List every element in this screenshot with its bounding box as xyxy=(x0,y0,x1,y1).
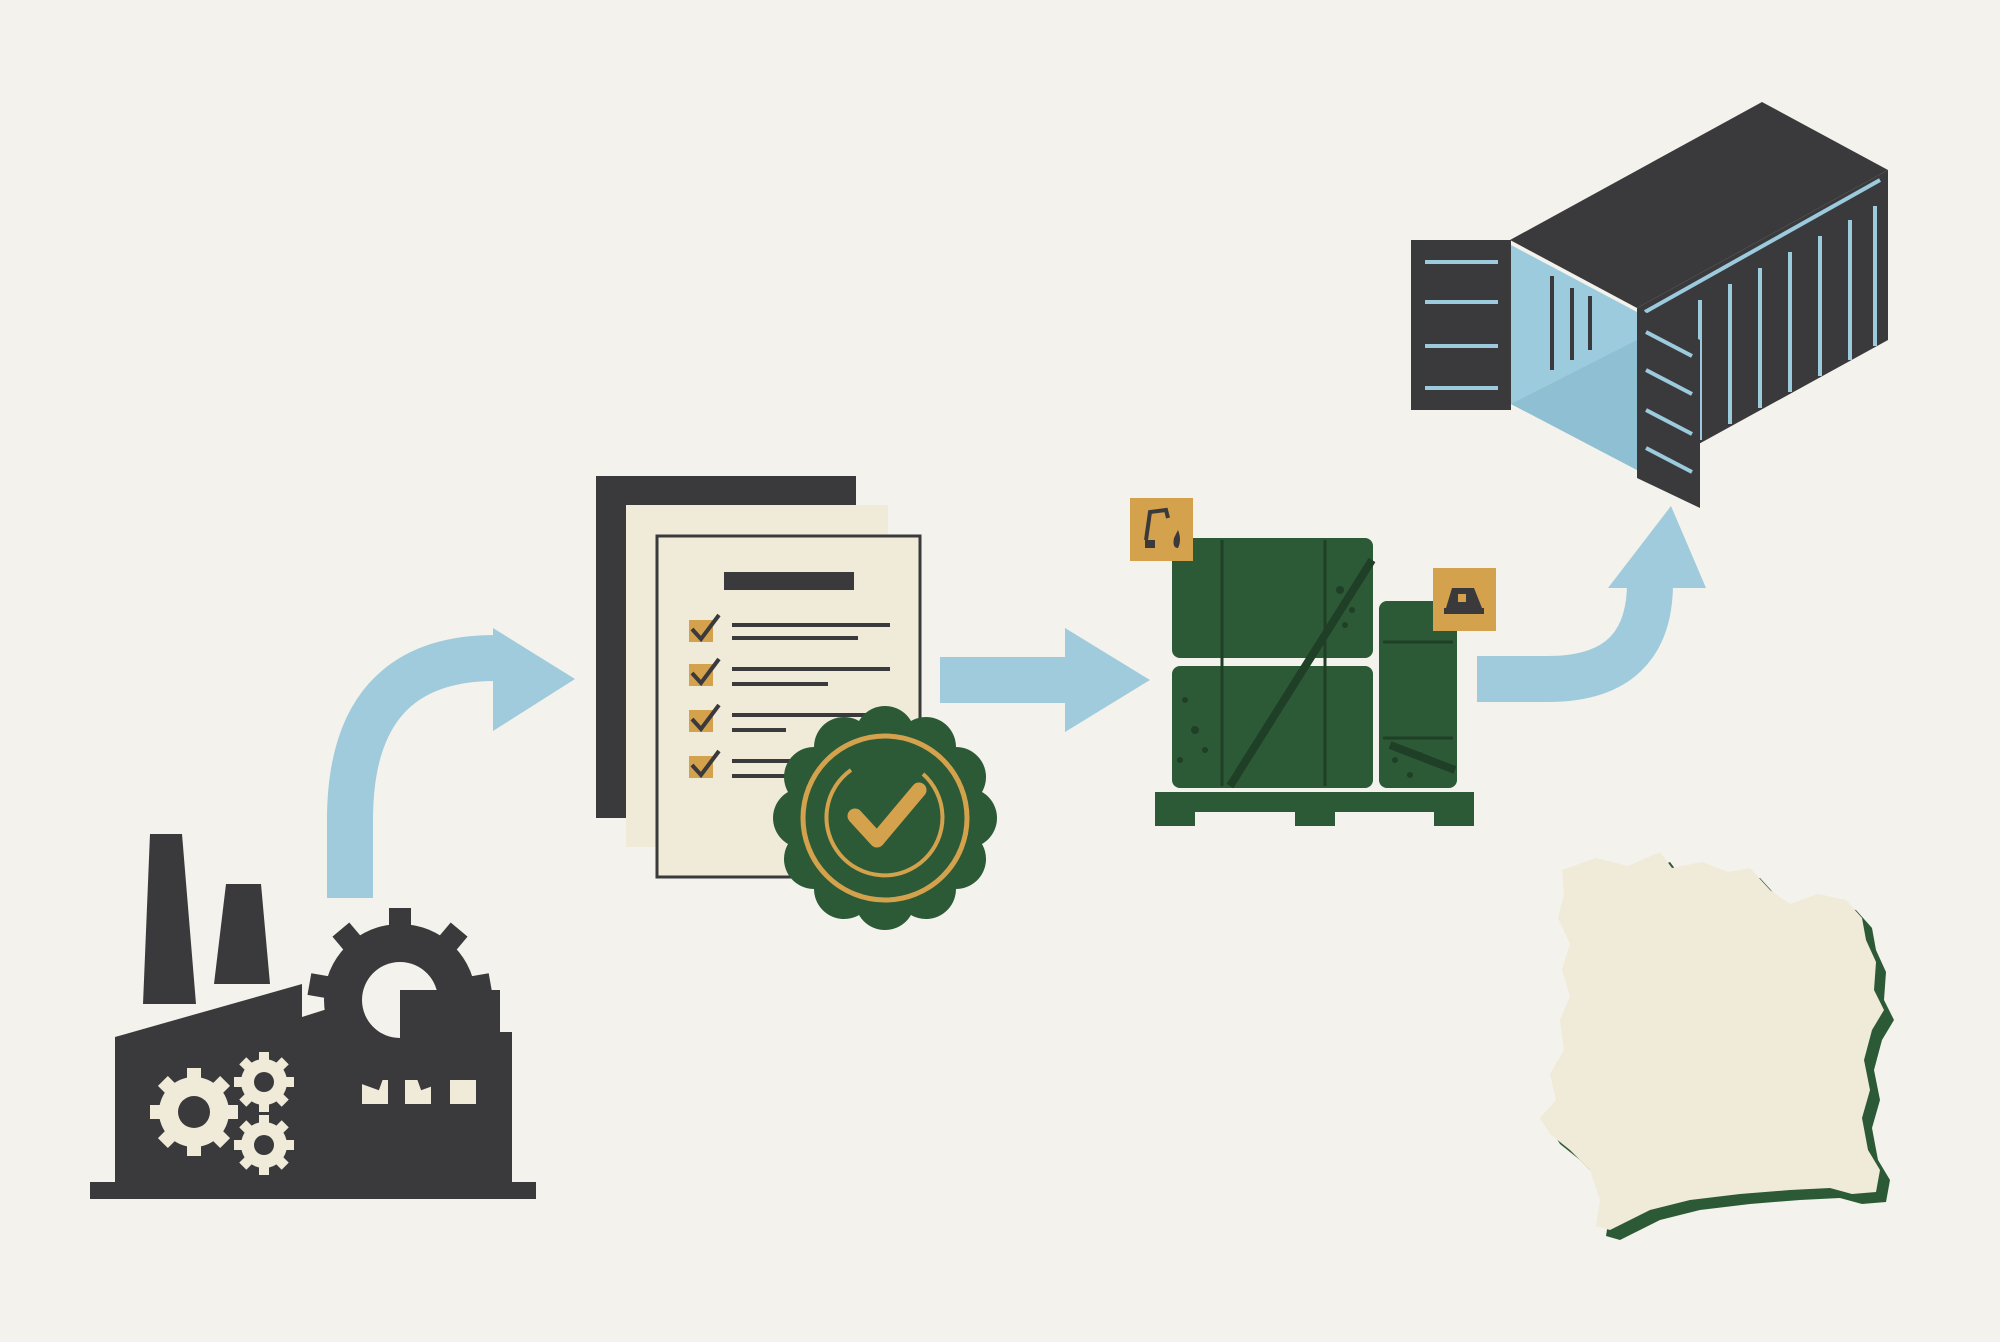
certified-checklist-icon xyxy=(596,476,922,879)
flow-arrow-2 xyxy=(940,628,1150,732)
handling-hazard-icon xyxy=(1433,568,1496,631)
palletized-goods-icon xyxy=(1130,498,1496,826)
checklist-item xyxy=(689,657,890,687)
gear-icon xyxy=(234,1115,294,1175)
gear-icon xyxy=(150,1068,238,1156)
gear-icon xyxy=(234,1052,294,1112)
certification-seal-icon xyxy=(773,706,997,930)
checklist-item xyxy=(689,749,802,779)
flow-arrow-3 xyxy=(1477,506,1706,702)
shipping-container-icon xyxy=(1411,102,1888,508)
checklist-item xyxy=(689,703,872,733)
flow-arrow-1 xyxy=(327,628,575,898)
corrosive-hazard-icon xyxy=(1130,498,1193,561)
cote-divoire-map-icon xyxy=(1540,852,1894,1240)
gear-icon xyxy=(307,908,500,1091)
checklist-item xyxy=(689,613,890,643)
